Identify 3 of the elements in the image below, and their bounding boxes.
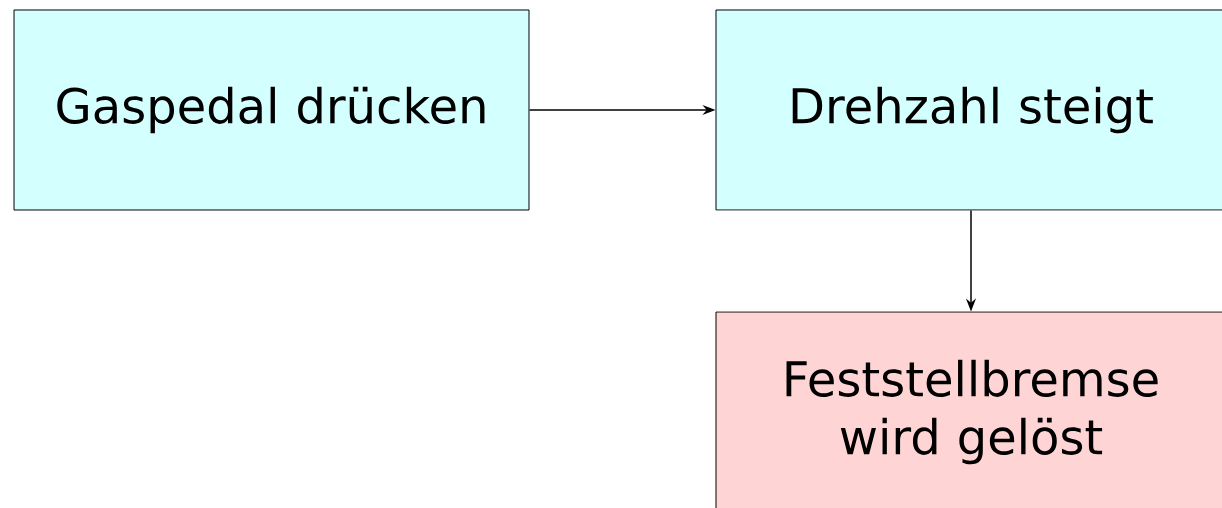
- process-box: Drehzahl steigt: [715, 9, 1222, 211]
- process-box: Feststellbremse wird gelöst: [715, 311, 1222, 508]
- process-box: Gaspedal drücken: [13, 9, 530, 211]
